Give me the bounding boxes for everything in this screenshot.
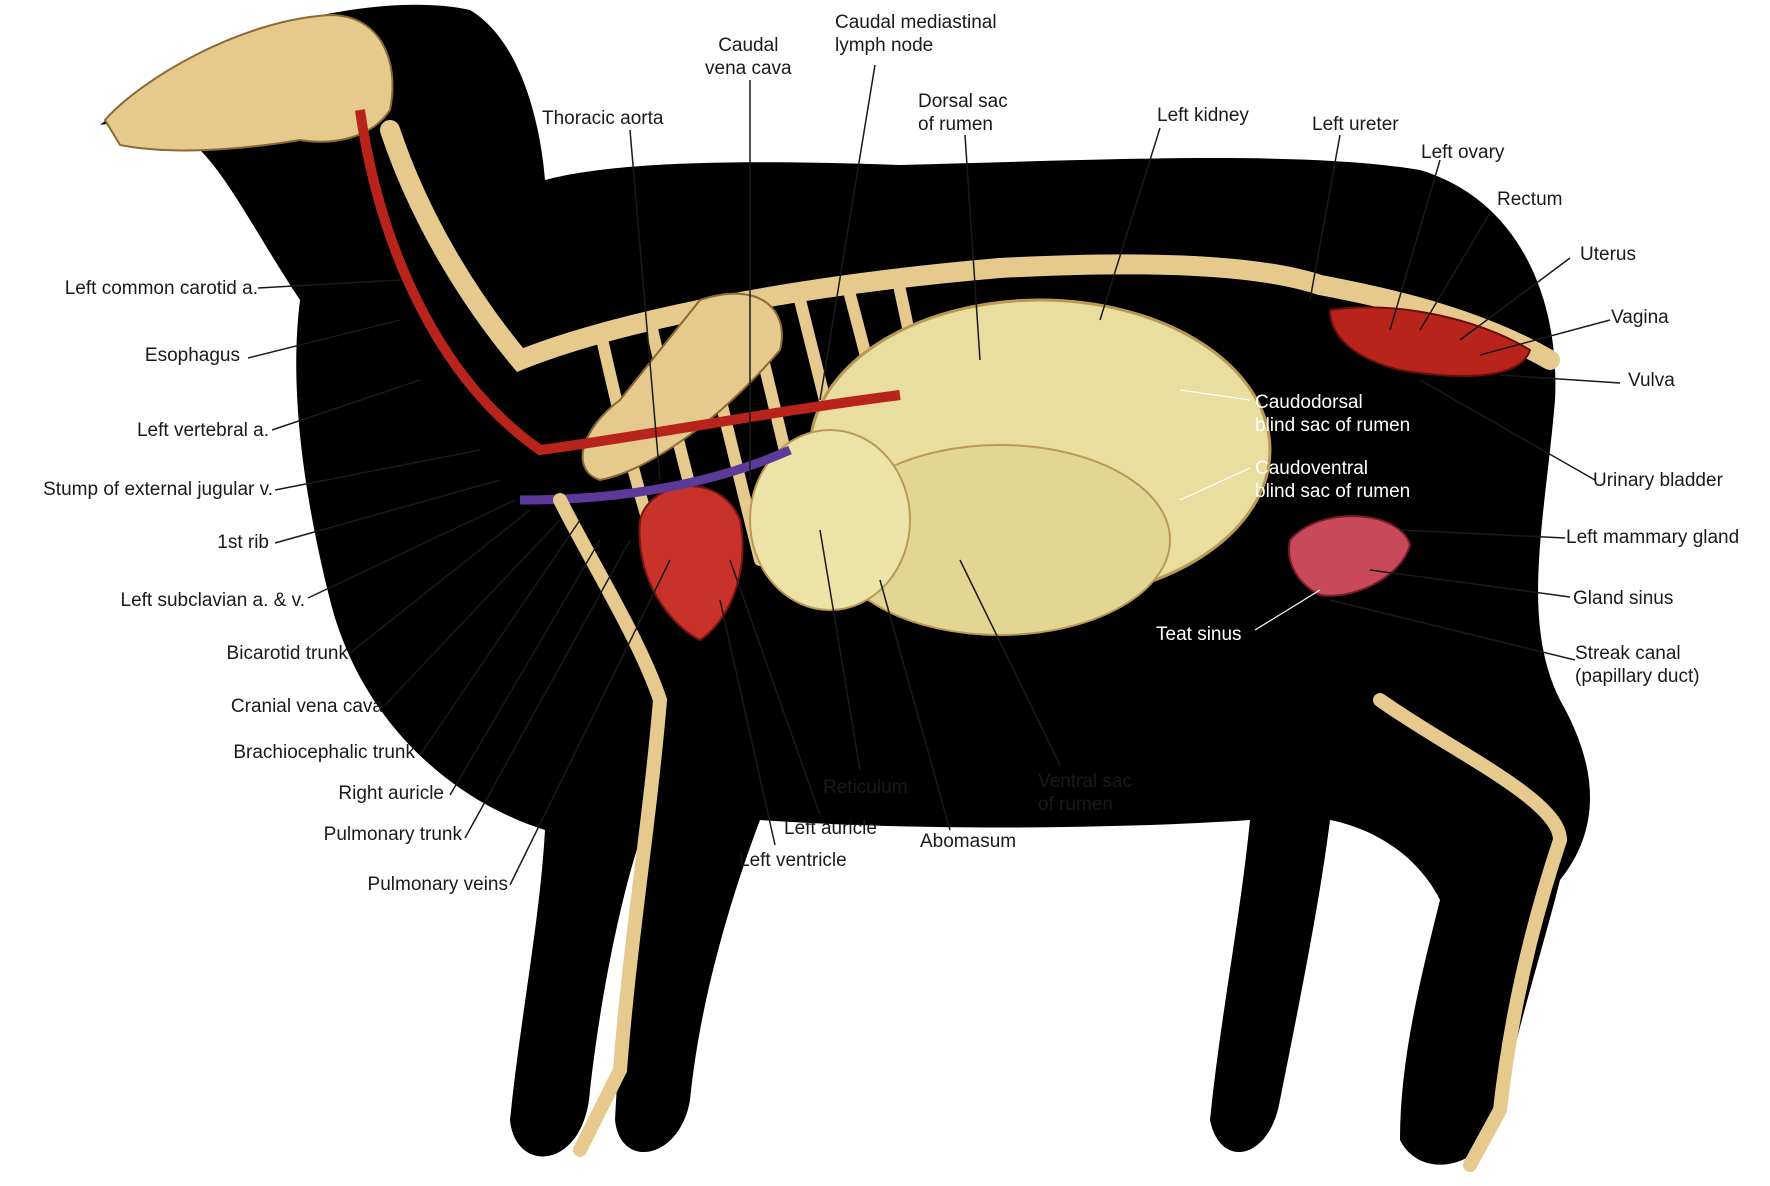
label-left-mammary-gland: Left mammary gland <box>1566 526 1739 549</box>
label-abomasum: Abomasum <box>920 830 1016 853</box>
label-caudal-vena-cava: Caudal vena cava <box>705 34 792 80</box>
label-pulmonary-trunk: Pulmonary trunk <box>324 823 462 846</box>
label-ventral-sac: Ventral sac of rumen <box>1038 770 1132 816</box>
label-vagina: Vagina <box>1611 306 1669 329</box>
label-pulmonary-veins: Pulmonary veins <box>368 873 508 896</box>
label-dorsal-sac: Dorsal sac of rumen <box>918 90 1008 136</box>
label-thoracic-aorta: Thoracic aorta <box>542 107 663 130</box>
label-left-subclavian: Left subclavian a. & v. <box>121 589 305 612</box>
skull <box>105 15 393 150</box>
label-1st-rib: 1st rib <box>217 531 269 554</box>
label-bicarotid-trunk: Bicarotid trunk <box>227 642 348 665</box>
label-gland-sinus: Gland sinus <box>1573 587 1673 610</box>
label-uterus: Uterus <box>1580 243 1636 266</box>
label-stump-external-jugular: Stump of external jugular v. <box>43 478 273 501</box>
label-reticulum: Reticulum <box>823 776 907 799</box>
label-teat-sinus: Teat sinus <box>1156 623 1242 646</box>
label-brachiocephalic-trunk: Brachiocephalic trunk <box>233 741 415 764</box>
label-left-auricle: Left auricle <box>784 817 877 840</box>
label-left-kidney: Left kidney <box>1157 104 1249 127</box>
label-right-auricle: Right auricle <box>338 782 444 805</box>
label-streak-canal: Streak canal (papillary duct) <box>1575 642 1700 688</box>
label-vulva: Vulva <box>1628 369 1675 392</box>
label-left-ventricle: Left ventricle <box>739 849 847 872</box>
label-rectum: Rectum <box>1497 188 1562 211</box>
label-left-ovary: Left ovary <box>1421 141 1504 164</box>
label-caudoventral-blind-sac: Caudoventral blind sac of rumen <box>1255 457 1410 503</box>
label-left-ureter: Left ureter <box>1312 113 1399 136</box>
label-urinary-bladder: Urinary bladder <box>1593 469 1723 492</box>
label-left-common-carotid: Left common carotid a. <box>65 277 258 300</box>
label-cranial-vena-cava: Cranial vena cava <box>231 695 383 718</box>
label-esophagus: Esophagus <box>145 344 240 367</box>
label-caudal-mediastinal-lymph-node: Caudal mediastinal lymph node <box>835 11 997 57</box>
label-caudodorsal-blind-sac: Caudodorsal blind sac of rumen <box>1255 391 1410 437</box>
label-left-vertebral: Left vertebral a. <box>137 419 269 442</box>
